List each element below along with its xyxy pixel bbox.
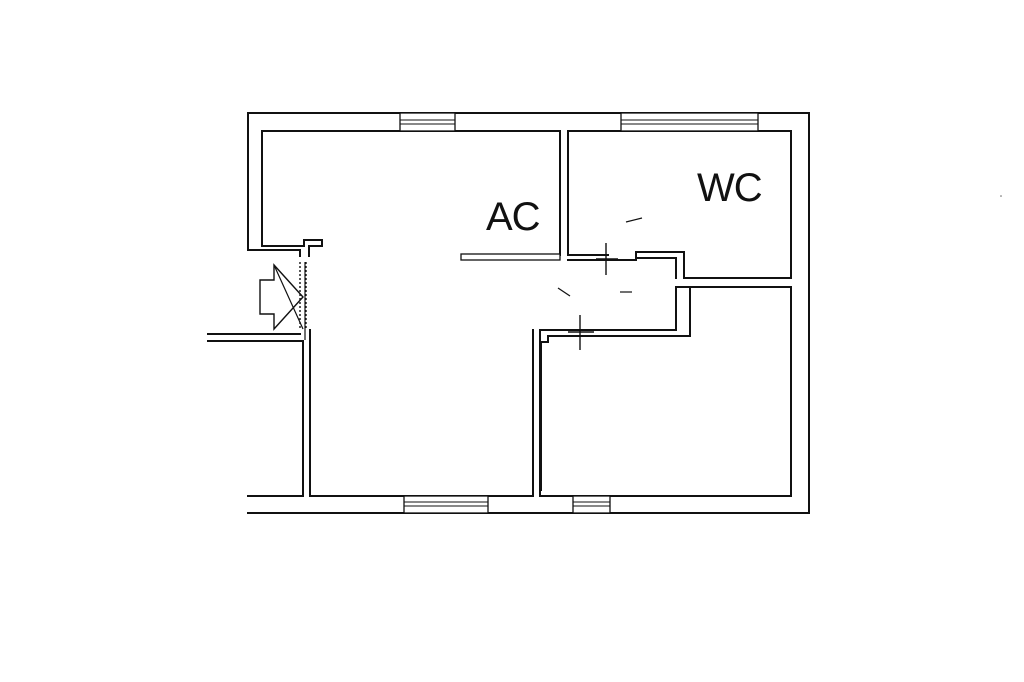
entrance-arrow-icon xyxy=(259,263,304,331)
entrance-door xyxy=(299,262,307,330)
room-label-ac: AC xyxy=(486,195,541,239)
room-label-wc: WC xyxy=(697,166,763,210)
stray-mark xyxy=(1000,195,1002,197)
door-markers xyxy=(557,217,643,350)
window-bottom-right xyxy=(572,495,611,514)
external-corridor xyxy=(207,262,306,497)
interior-partitions xyxy=(460,251,792,497)
window-top-left xyxy=(399,112,456,132)
window-bottom-left xyxy=(403,495,489,514)
window-top-right xyxy=(620,112,759,132)
